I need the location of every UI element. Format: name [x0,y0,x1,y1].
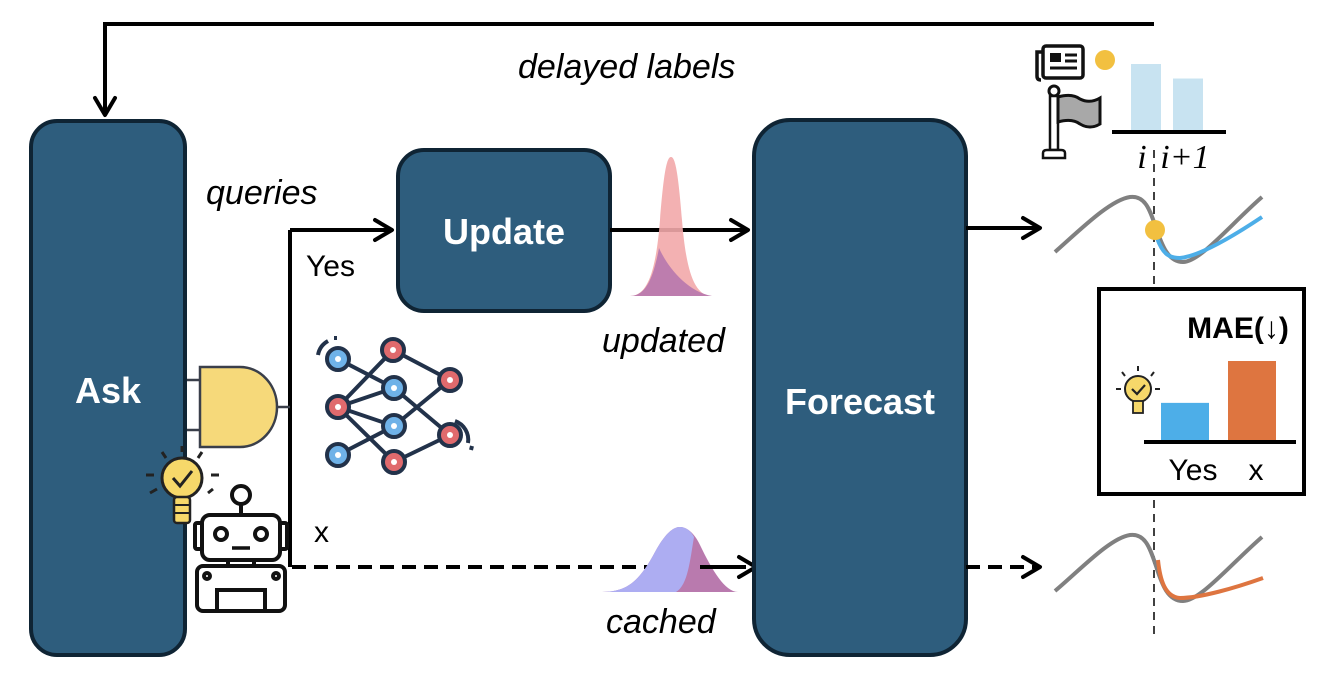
robot-icon [193,484,289,613]
flag-icon [1041,84,1102,160]
no-branch-label: x [314,516,329,549]
ask-node[interactable]: Ask [29,119,187,657]
mae-bar-yes [1161,402,1209,440]
update-node[interactable]: Update [396,148,612,313]
mae-tick-x: x [1249,454,1264,487]
mae-tick-yes: Yes [1169,454,1218,487]
updated-text: updated [602,322,726,360]
label-dot-on-curve [1145,220,1165,240]
mae-lightbulb-icon [1116,366,1160,414]
label-tick-i: i [1137,139,1146,176]
yes-branch-label: Yes [306,250,355,283]
label-bar-i [1131,64,1161,130]
yes-branch-arrow [290,218,394,242]
mae-bar-x [1228,361,1276,440]
forecast-node[interactable]: Forecast [752,118,968,657]
label-bar-i-plus-1 [1173,78,1203,130]
forecast-output-arrow-updated [966,216,1042,240]
ask-label: Ask [75,370,142,411]
mae-panel: MAE(↓) Yes x [1097,287,1306,496]
cached-text: cached [606,603,717,641]
lightbulb-check-icon [146,446,219,525]
cached-forecast-plot [1053,532,1264,604]
cached-distribution-icon [602,527,738,592]
update-arrowhead [729,218,750,242]
and-gate-icon [187,365,290,449]
delayed-labels-feedback-arrow [93,22,1154,117]
forecast-label: Forecast [785,381,935,422]
newspaper-icon [1035,44,1085,82]
label-tick-i-plus-1: i+1 [1160,139,1209,176]
neural-network-icon [316,336,474,475]
forecast-output-arrow-cached [966,555,1042,579]
queries-text: queries [206,174,318,212]
delayed-labels-text: delayed labels [518,48,735,86]
updated-distribution-icon [630,157,712,296]
label-bars-chart: i i+1 [1112,64,1226,176]
updated-forecast-plot [1053,194,1264,265]
mae-title: MAE(↓) [1187,312,1289,345]
label-dot-icon [1095,50,1115,70]
update-label: Update [443,211,565,252]
